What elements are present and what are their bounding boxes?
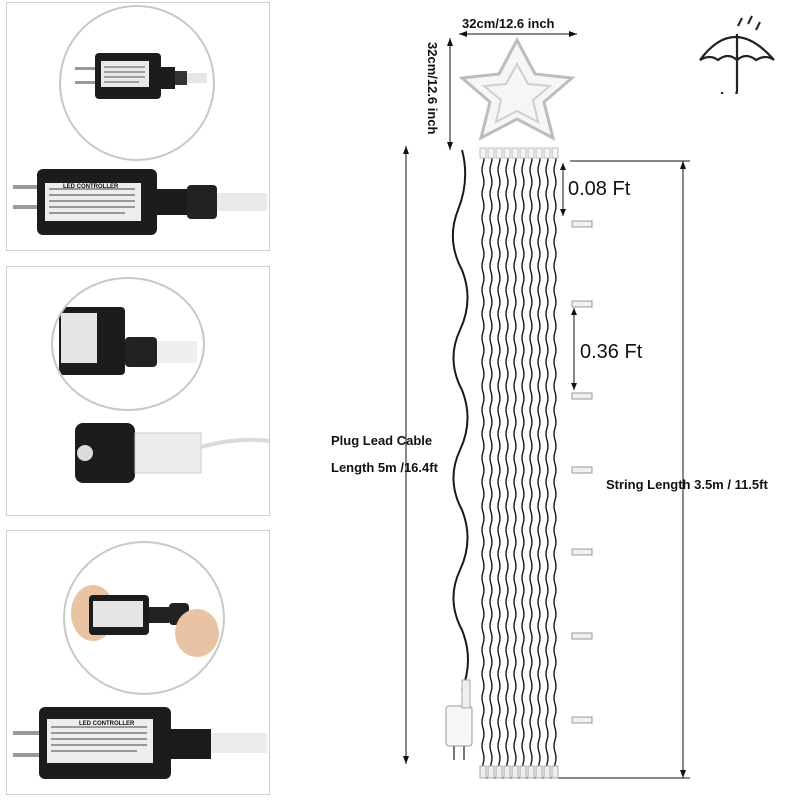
umbrella-rain-icon [699, 15, 775, 94]
detail-circle-3 [63, 541, 225, 695]
strand-wire [513, 151, 517, 777]
side-bulb [571, 632, 593, 640]
strand-wire [497, 151, 501, 777]
strand-top-connector [495, 147, 503, 159]
detail-circle-2 [51, 277, 205, 411]
side-bulb [571, 548, 593, 556]
strand-top-connector [479, 147, 487, 159]
controller-label-1: LED CONTROLLER [63, 184, 119, 190]
star-width-label: 32cm/12.6 inch [462, 16, 555, 31]
side-bulb [571, 300, 593, 308]
string-length-label: String Length 3.5m / 11.5ft [606, 477, 768, 492]
side-bulb [571, 220, 593, 228]
drop-spacing-label: 0.36 Ft [580, 341, 643, 363]
strand-bulb [535, 765, 543, 779]
strand-wire [529, 151, 533, 777]
strand-wire [489, 151, 493, 777]
controller-panel-3: LED CONTROLLER [6, 530, 270, 795]
side-bulb [571, 466, 593, 474]
strand-bulb [519, 765, 527, 779]
strand-wire [537, 151, 541, 777]
hand-plugging-image [71, 585, 219, 657]
strand-wire [521, 151, 525, 777]
strand-bulb [479, 765, 487, 779]
star-height-label: 32cm/12.6 inch [425, 42, 440, 135]
strand-top-connector [511, 147, 519, 159]
detail-circle-1 [59, 5, 215, 161]
strand-wire [481, 151, 485, 777]
strand-bulb [551, 765, 559, 779]
strand-top-connector [551, 147, 559, 159]
light-strands [479, 147, 593, 779]
strand-bulb [495, 765, 503, 779]
strand-top-connector [527, 147, 535, 159]
strand-wire [553, 151, 557, 777]
star-topper [458, 36, 576, 141]
plug-lead-length-label: Length 5m /16.4ft [331, 460, 438, 475]
strand-bulb [487, 765, 495, 779]
side-bulb [571, 392, 593, 400]
strand-wire [545, 151, 549, 777]
strand-bulb [511, 765, 519, 779]
strand-top-connector [519, 147, 527, 159]
strand-top-connector [543, 147, 551, 159]
strand-wire [505, 151, 509, 777]
strand-top-connector [535, 147, 543, 159]
strand-bulb [527, 765, 535, 779]
strand-top-connector [503, 147, 511, 159]
controller-closeup-image [75, 53, 207, 99]
strand-top-connector [487, 147, 495, 159]
controller-label-2: LED CONTROLLER [79, 721, 135, 727]
controller-side-image [59, 307, 197, 375]
top-spacing-label: 0.08 Ft [568, 178, 631, 200]
side-bulb [571, 716, 593, 724]
strand-bulb [503, 765, 511, 779]
plug-lead-label: Plug Lead Cable [331, 433, 433, 448]
strand-bulb [543, 765, 551, 779]
